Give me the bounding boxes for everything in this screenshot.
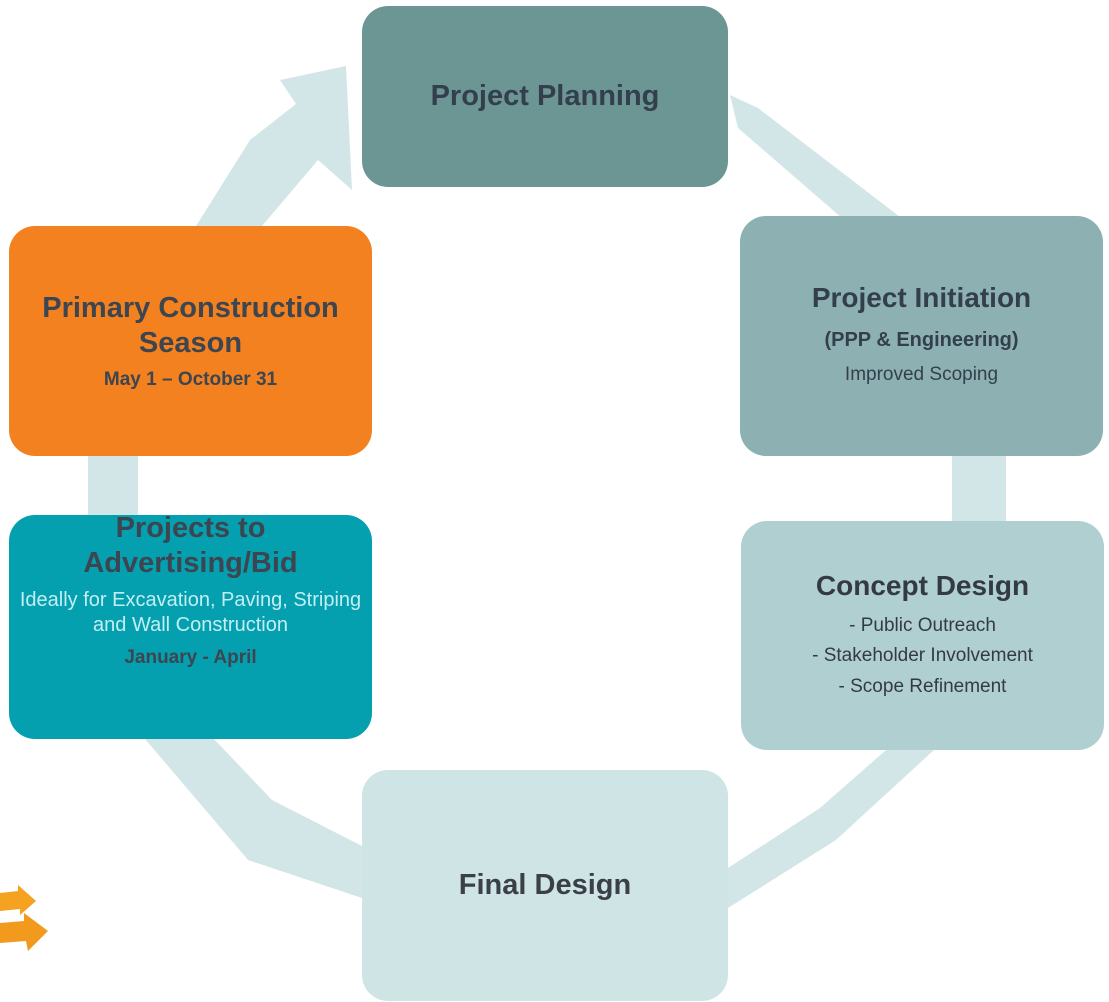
cycle-arrow-top-left [196,66,352,226]
stage-item: - Stakeholder Involvement [812,645,1033,667]
stage-project-planning: Project Planning [362,6,728,187]
stage-construction-season: Primary Construction Season May 1 – Octo… [9,226,372,456]
stage-subtitle: (PPP & Engineering) [824,329,1019,352]
stage-title: Projects to Advertising/Bid [83,512,298,580]
stage-title: Concept Design [815,569,1030,601]
cycle-arrow-left [88,456,138,515]
stage-note: Improved Scoping [844,364,999,386]
stage-date: May 1 – October 31 [103,369,278,391]
stage-title: Final Design [458,868,632,901]
stage-date: January - April [124,646,257,668]
stage-title: Project Initiation [811,282,1032,314]
cycle-arrow-right [952,456,1006,521]
stage-detail: Ideally for Excavation, Paving, Striping… [19,588,362,637]
cycle-arrow-bottom-left [145,739,362,898]
stage-concept-design: Concept Design - Public Outreach - Stake… [741,521,1104,750]
stage-item: - Public Outreach [849,614,996,636]
orange-arrows-icon [0,885,48,951]
stage-title: Project Planning [430,79,660,112]
stage-advertising-bid: Projects to Advertising/Bid Ideally for … [9,512,372,739]
cycle-arrow-bottom-right [728,750,934,908]
stage-item: - Scope Refinement [838,675,1007,697]
stage-title: Primary Construction Season [42,291,339,359]
stage-project-initiation: Project Initiation (PPP & Engineering) I… [740,216,1103,456]
stage-final-design: Final Design [362,770,728,1001]
